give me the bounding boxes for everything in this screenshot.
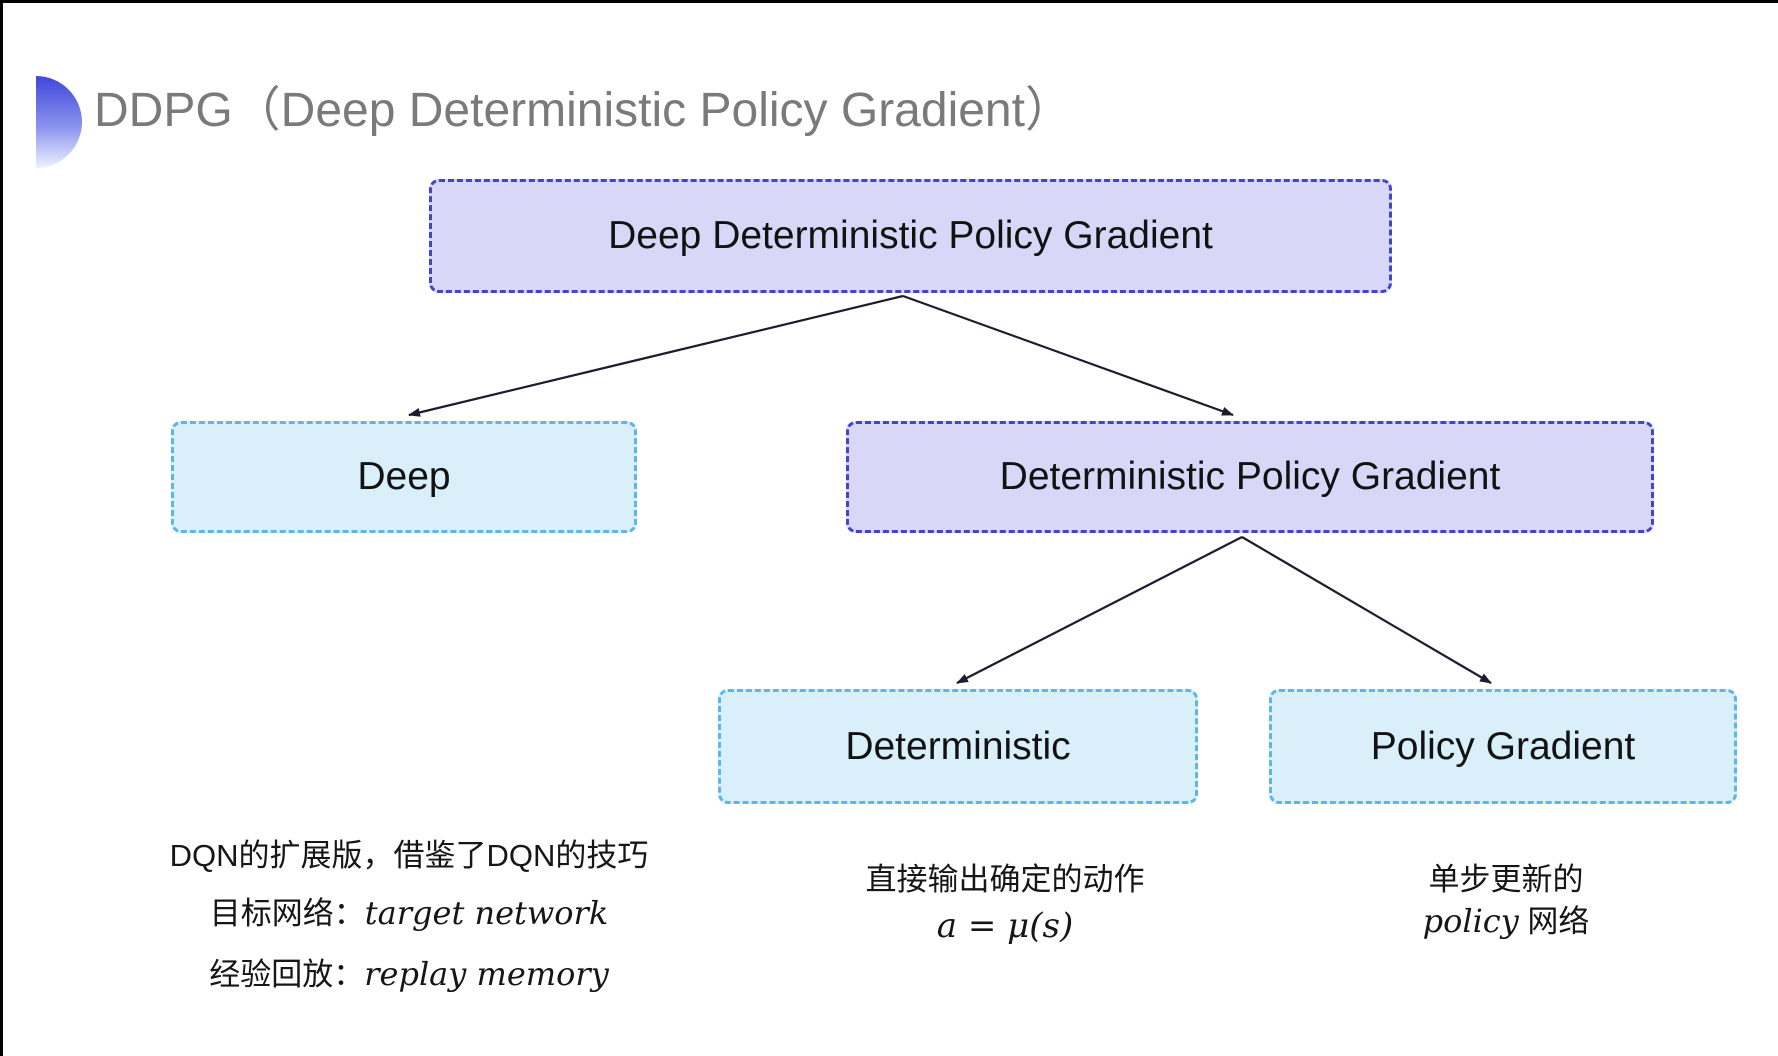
note-term-replay-memory: replay memory (364, 955, 609, 993)
note-term-policy: policy (1422, 902, 1519, 940)
node-label: Deterministic Policy Gradient (999, 455, 1501, 498)
note-term-target-network: target network (364, 894, 609, 932)
window-left-border (0, 0, 3, 1056)
node-deep-deterministic-policy-gradient: Deep Deterministic Policy Gradient (429, 179, 1392, 293)
window-top-border (0, 0, 1778, 3)
note-label: 经验回放： (209, 957, 365, 992)
note-label: 目标网络： (209, 896, 365, 931)
edge-ddpg-to-dpg (902, 294, 1234, 417)
edge-ddpg-to-deep (408, 294, 904, 417)
node-deterministic-policy-gradient: Deterministic Policy Gradient (846, 421, 1654, 533)
blue-semicircle-icon (36, 76, 82, 168)
note-label: 网络 (1518, 904, 1590, 939)
node-deep: Deep (171, 421, 637, 533)
edge-dpg-to-policy-gradient (1241, 536, 1492, 684)
note-line: 目标网络：target network (119, 897, 699, 929)
note-deterministic: 直接输出确定的动作 a = μ(s) (800, 864, 1210, 946)
node-policy-gradient: Policy Gradient (1269, 689, 1737, 804)
node-deterministic: Deterministic (718, 689, 1198, 804)
note-policy-gradient: 单步更新的 policy 网络 (1311, 864, 1701, 937)
note-line: DQN的扩展版，借鉴了DQN的技巧 (169, 838, 649, 873)
edge-dpg-to-deterministic (956, 536, 1243, 684)
note-formula: a = μ(s) (936, 906, 1074, 946)
node-label: Deterministic (845, 724, 1071, 768)
page-title: DDPG（Deep Deterministic Policy Gradient） (94, 84, 1073, 137)
note-line: 经验回放：replay memory (119, 958, 699, 990)
note-line: policy 网络 (1311, 905, 1701, 937)
note-line: 单步更新的 (1428, 862, 1584, 897)
node-label: Deep (357, 455, 451, 498)
note-ddpg-deep: DQN的扩展版，借鉴了DQN的技巧 目标网络：target network 经验… (119, 840, 699, 990)
node-label: Deep Deterministic Policy Gradient (608, 214, 1213, 257)
node-label: Policy Gradient (1370, 724, 1636, 768)
note-line: 直接输出确定的动作 (865, 862, 1145, 897)
